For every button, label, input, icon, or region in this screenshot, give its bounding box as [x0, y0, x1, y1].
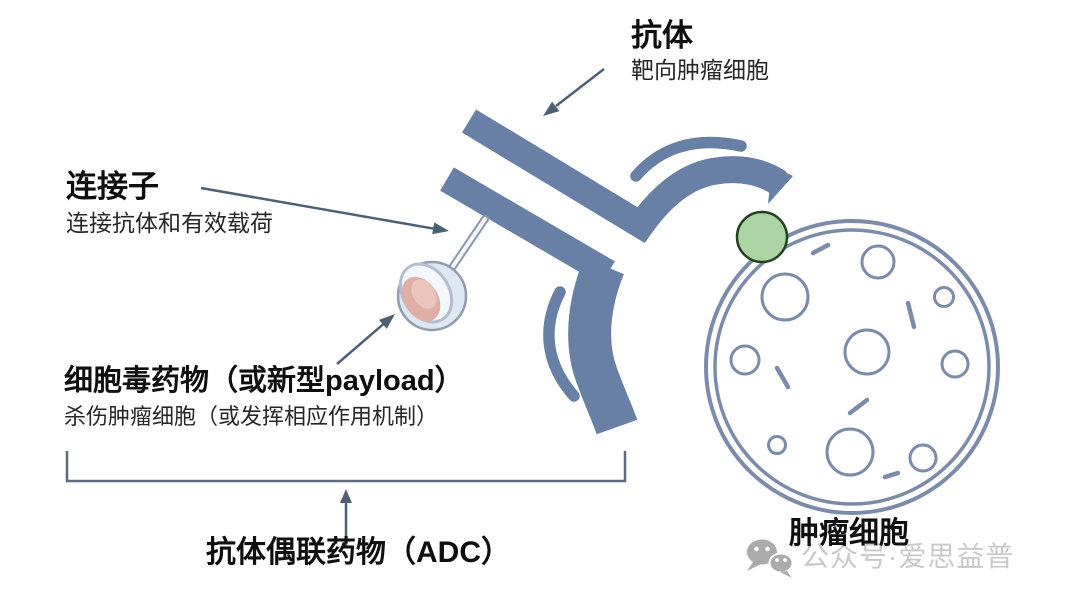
adc-bracket	[65, 451, 627, 483]
tumor-cell-vesicles	[729, 244, 970, 477]
linker-label-title: 连接子	[66, 169, 159, 204]
tumor-cell-inner-membrane	[713, 228, 991, 506]
linker-arrow	[200, 186, 449, 235]
payload-arrow	[336, 314, 395, 365]
watermark-text: 公众号·爱思益普	[801, 541, 1015, 572]
tumor-cell-label-title: 肿瘤细胞	[789, 517, 909, 550]
payload-sphere	[396, 260, 468, 332]
payload-label-title: 细胞毒药物（或新型payload）	[64, 365, 464, 397]
tumor-cell-fragments	[774, 242, 917, 480]
antibody-heavy-chain-checkmark	[462, 109, 787, 244]
antibody-arrow	[543, 68, 605, 116]
antibody-arm-pointed-tip	[768, 166, 793, 204]
antigen-receptor	[735, 210, 789, 264]
antibody-light-chain-arc-upper	[630, 136, 747, 182]
adc-label-title: 抗体偶联药物（ADC）	[206, 536, 511, 569]
antibody-label-desc: 靶向肿瘤细胞	[631, 57, 769, 83]
antibody-light-chain-left	[440, 167, 615, 285]
payload-label-desc: 杀伤肿瘤细胞（或发挥相应作用机制）	[64, 404, 439, 429]
wechat-icon	[747, 539, 794, 578]
tumor-cell	[704, 219, 1000, 515]
antibody-label-title: 抗体	[631, 18, 693, 53]
annotation-arrows	[200, 68, 605, 548]
antibody-fc-stem	[568, 257, 638, 435]
antibody-light-chain-arc-lower	[543, 286, 580, 402]
adc-arrow	[340, 489, 352, 548]
linker-label-desc: 连接抗体和有效载荷	[66, 210, 273, 236]
antibody-shape	[440, 109, 793, 435]
